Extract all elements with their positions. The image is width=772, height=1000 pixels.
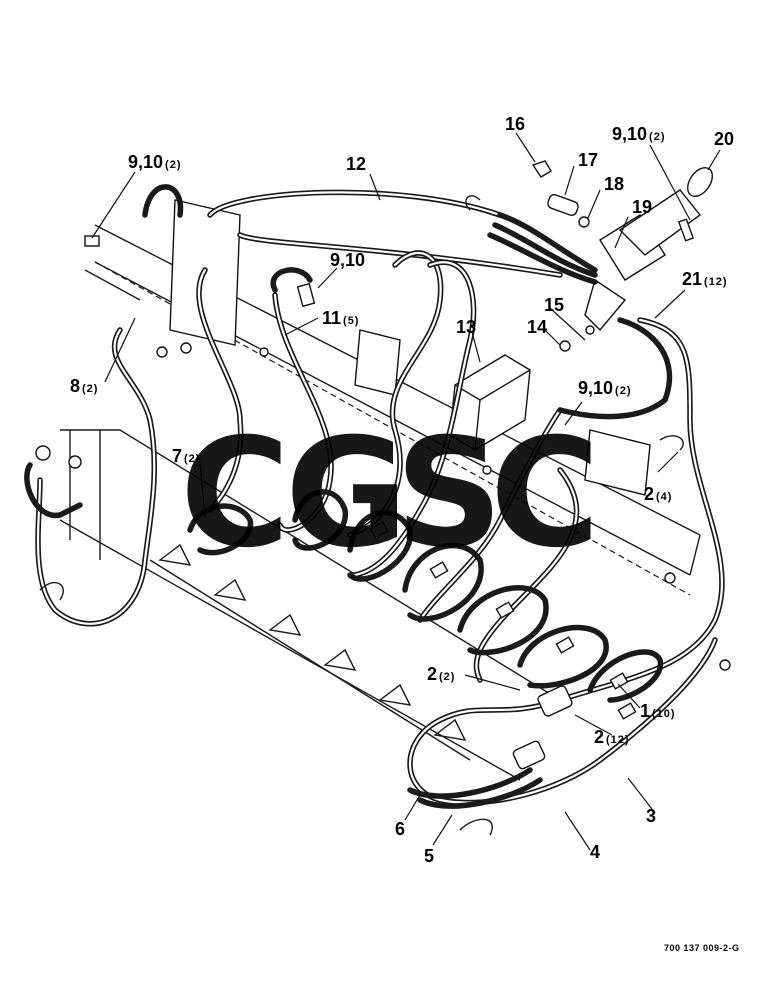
watermark-letter-g: G: [285, 407, 408, 581]
callout-17: 17: [578, 150, 598, 170]
callout-2-four: 2(4): [644, 484, 672, 504]
leader-lines: [91, 132, 721, 851]
loop-connectors: [35, 195, 684, 836]
callouts: 9,10(2) 12 9,10 11(5) 8(2) 7(2) 16 17 18…: [70, 114, 734, 866]
callout-14: 14: [527, 317, 547, 337]
callout-9-10-center: 9,10: [330, 250, 365, 270]
callout-8: 8(2): [70, 376, 98, 396]
cgsc-watermark: C G S C: [180, 407, 600, 581]
callout-9-10-top-right: 9,10(2): [612, 124, 666, 144]
header-bar: [59, 429, 561, 781]
callout-20: 20: [714, 129, 734, 149]
callout-1: 1(10): [640, 701, 676, 721]
callout-13: 13: [456, 317, 476, 337]
callout-2-two: 2(2): [427, 664, 455, 684]
callout-19: 19: [632, 197, 652, 217]
callout-7: 7(2): [172, 446, 200, 466]
callout-9-10-top-left: 9,10(2): [128, 152, 182, 172]
callout-3: 3: [646, 806, 656, 826]
callout-15: 15: [544, 295, 564, 315]
callout-21: 21(12): [682, 269, 728, 289]
watermark-letter-s: S: [395, 407, 503, 581]
callout-5: 5: [424, 846, 434, 866]
watermark-letter-c1: C: [180, 407, 290, 581]
callout-9-10-right: 9,10(2): [578, 378, 632, 398]
drawing-reference-number: 700 137 009-2-G: [664, 943, 740, 953]
callout-18: 18: [604, 174, 624, 194]
harness-cables: [24, 184, 725, 809]
header-cable-loops: [187, 489, 664, 703]
control-module: [449, 354, 531, 451]
callout-11: 11(5): [322, 308, 359, 328]
callout-6: 6: [395, 819, 405, 839]
main-connector: [584, 166, 714, 332]
callout-2-twelve: 2(12): [594, 727, 630, 747]
header-knives: [158, 543, 467, 741]
watermark-letter-c2: C: [490, 407, 600, 581]
callout-12: 12: [346, 154, 366, 174]
hardware-parts: [84, 160, 695, 584]
callout-16: 16: [505, 114, 525, 134]
callout-4: 4: [590, 842, 600, 862]
